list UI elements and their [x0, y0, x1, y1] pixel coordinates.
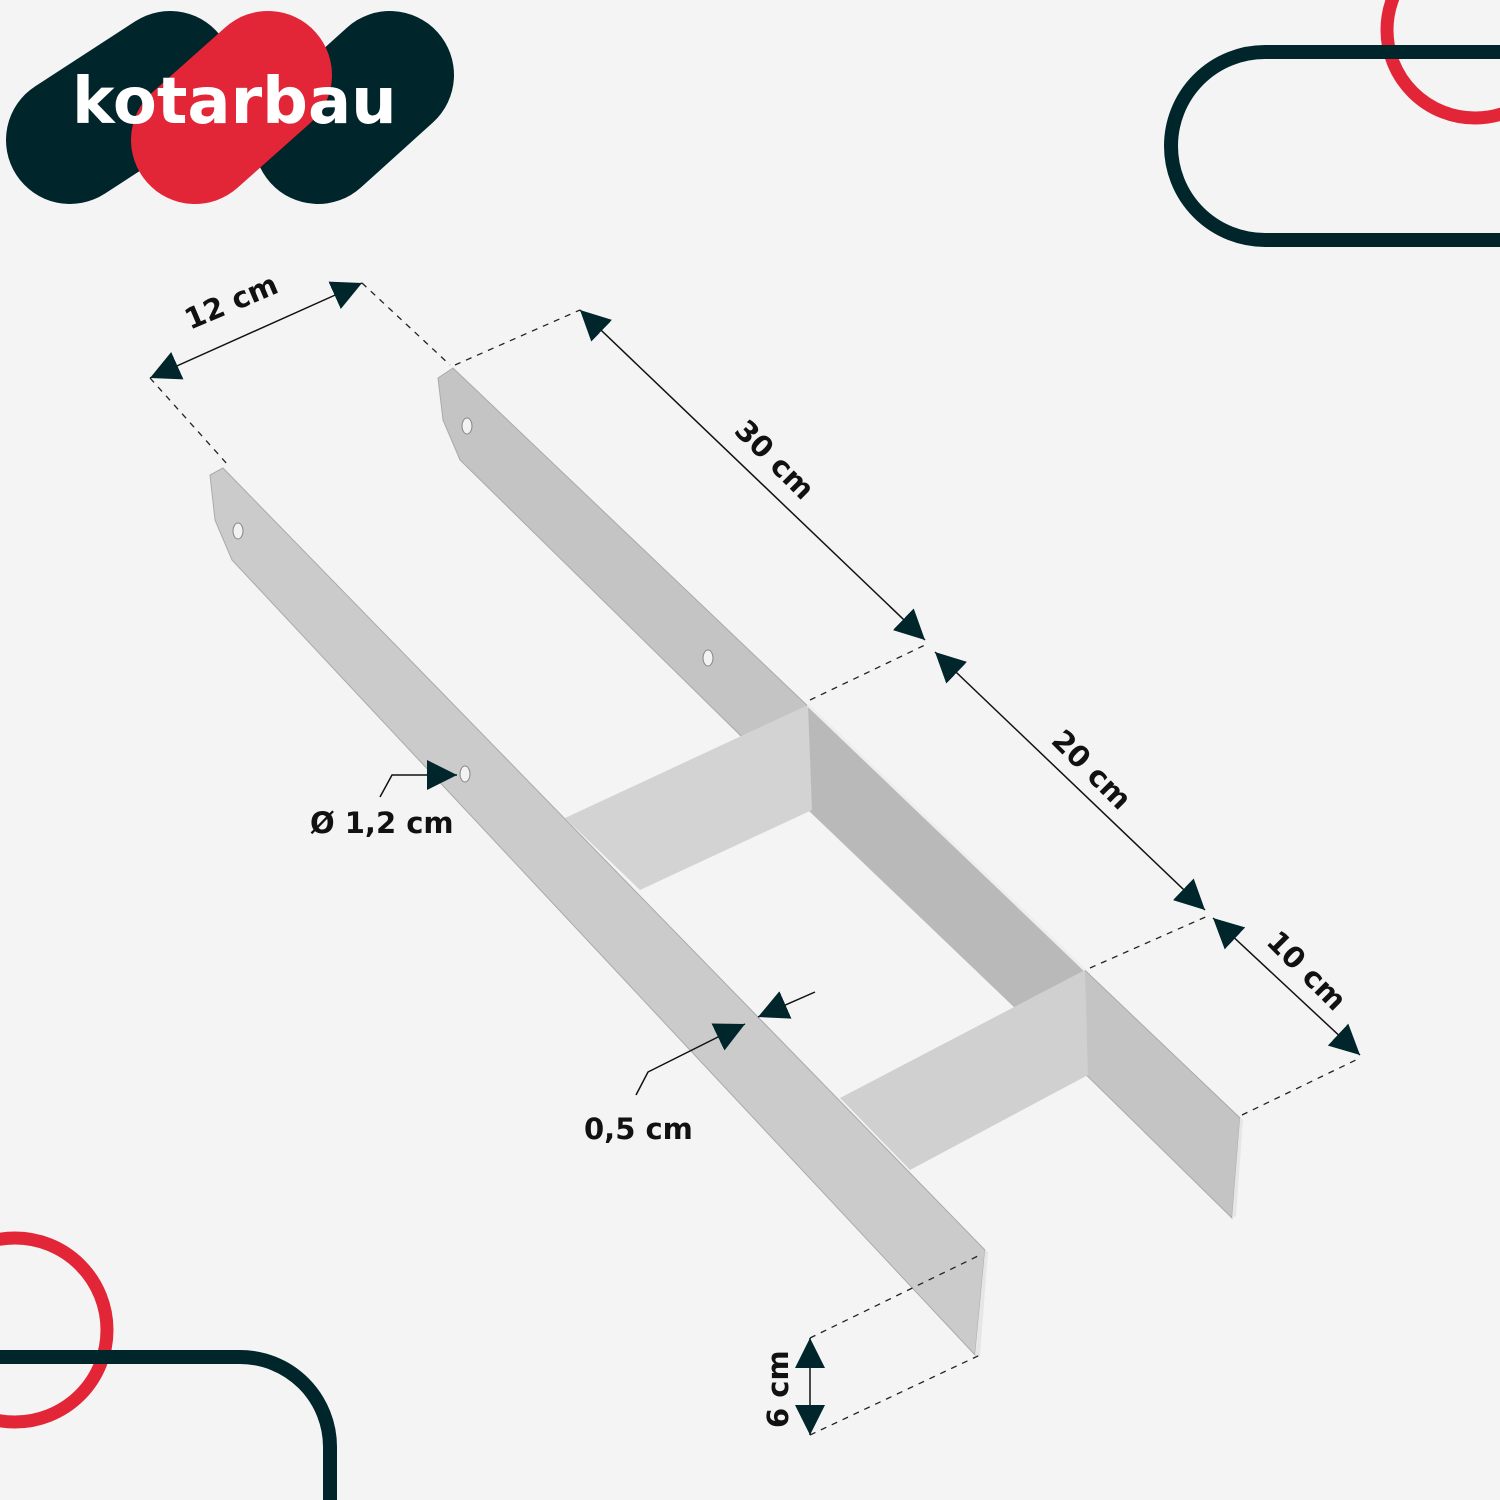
front-plate	[209, 467, 986, 1357]
dim-lower-length	[1212, 917, 1361, 1056]
web-upper	[565, 705, 812, 890]
thickness-leader	[635, 1034, 723, 1096]
hole	[232, 522, 244, 540]
hole-leader	[379, 774, 430, 798]
label-lower-length: 10 cm	[1260, 924, 1353, 1017]
dim-width	[149, 281, 363, 380]
label-hole-diameter: Ø 1,2 cm	[310, 806, 454, 840]
dim-upper-length	[579, 309, 926, 641]
hole	[461, 417, 473, 435]
decor-top-right	[1164, 0, 1500, 247]
h-post-anchor	[209, 367, 1243, 1357]
logo-text: kotarbau	[72, 65, 397, 139]
dimension-lines	[149, 281, 1361, 1435]
label-thickness: 0,5 cm	[584, 1112, 693, 1146]
hole	[459, 765, 471, 783]
hole	[702, 649, 714, 667]
decor-bottom-left	[0, 1231, 337, 1500]
dim-web-length	[934, 651, 1206, 911]
label-upper-length: 30 cm	[728, 413, 821, 506]
web-lower	[840, 970, 1088, 1170]
label-height: 6 cm	[761, 1350, 795, 1428]
extension-lines	[149, 282, 1361, 1436]
brand-logo: kotarbau	[6, 11, 454, 204]
